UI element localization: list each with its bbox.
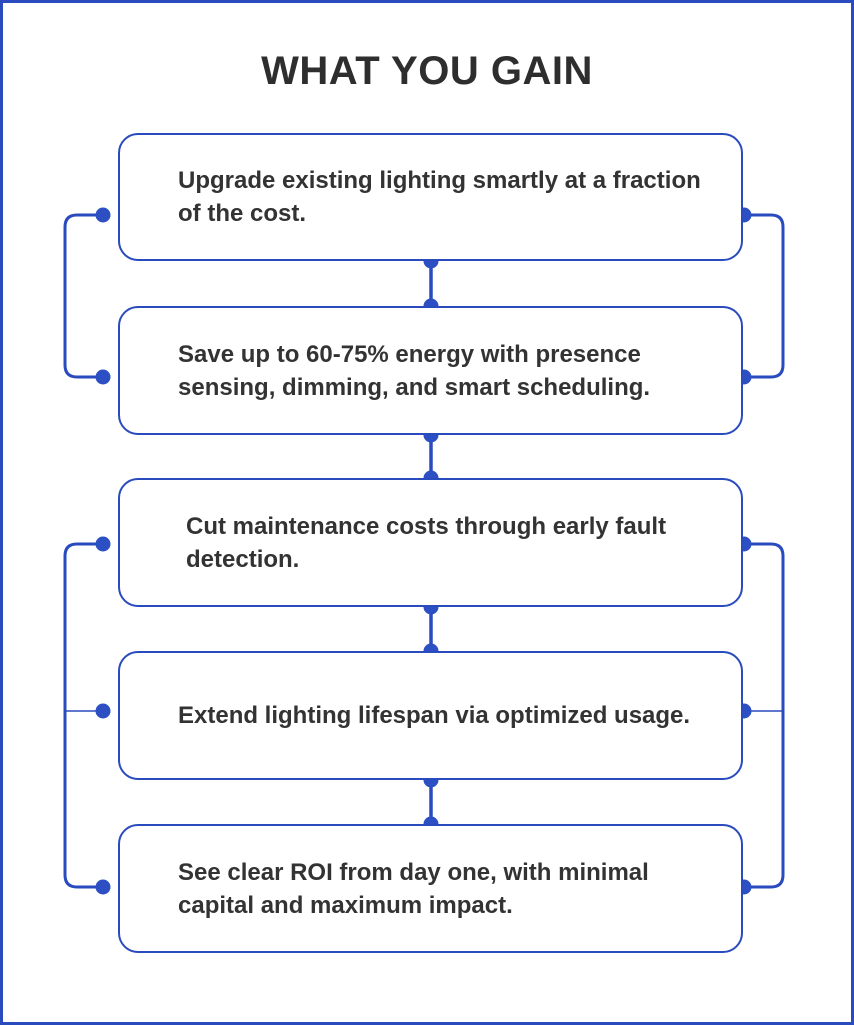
connector-node [95, 879, 111, 895]
benefit-box-lifespan: Extend lighting lifespan via optimized u… [118, 651, 743, 780]
benefit-box-roi: See clear ROI from day one, with minimal… [118, 824, 743, 953]
benefit-text: Cut maintenance costs through early faul… [186, 512, 667, 573]
connector-left-bracket-boxes-1-2 [63, 213, 103, 379]
benefit-box-upgrade: Upgrade existing lighting smartly at a f… [118, 133, 743, 261]
benefit-box-maintenance: Cut maintenance costs through early faul… [118, 478, 743, 607]
benefit-box-energy-savings: Save up to 60-75% energy with presence s… [118, 306, 743, 435]
benefit-text: Upgrade existing lighting smartly at a f… [178, 167, 701, 227]
connector-node [95, 207, 111, 223]
connector-node [95, 369, 111, 385]
benefit-text: See clear ROI from day one, with minimal… [178, 858, 649, 919]
benefit-text: Save up to 60-75% energy with presence s… [178, 340, 651, 401]
benefit-text: Extend lighting lifespan via optimized u… [178, 702, 691, 729]
connector-right-bracket-boxes-3-5 [744, 542, 785, 889]
diagram-title: WHAT YOU GAIN [261, 49, 593, 93]
connector-right-bracket-boxes-1-2 [744, 213, 785, 379]
connector-node [95, 703, 111, 719]
connector-left-bracket-boxes-3-5 [63, 542, 103, 889]
connector-node [95, 536, 111, 552]
